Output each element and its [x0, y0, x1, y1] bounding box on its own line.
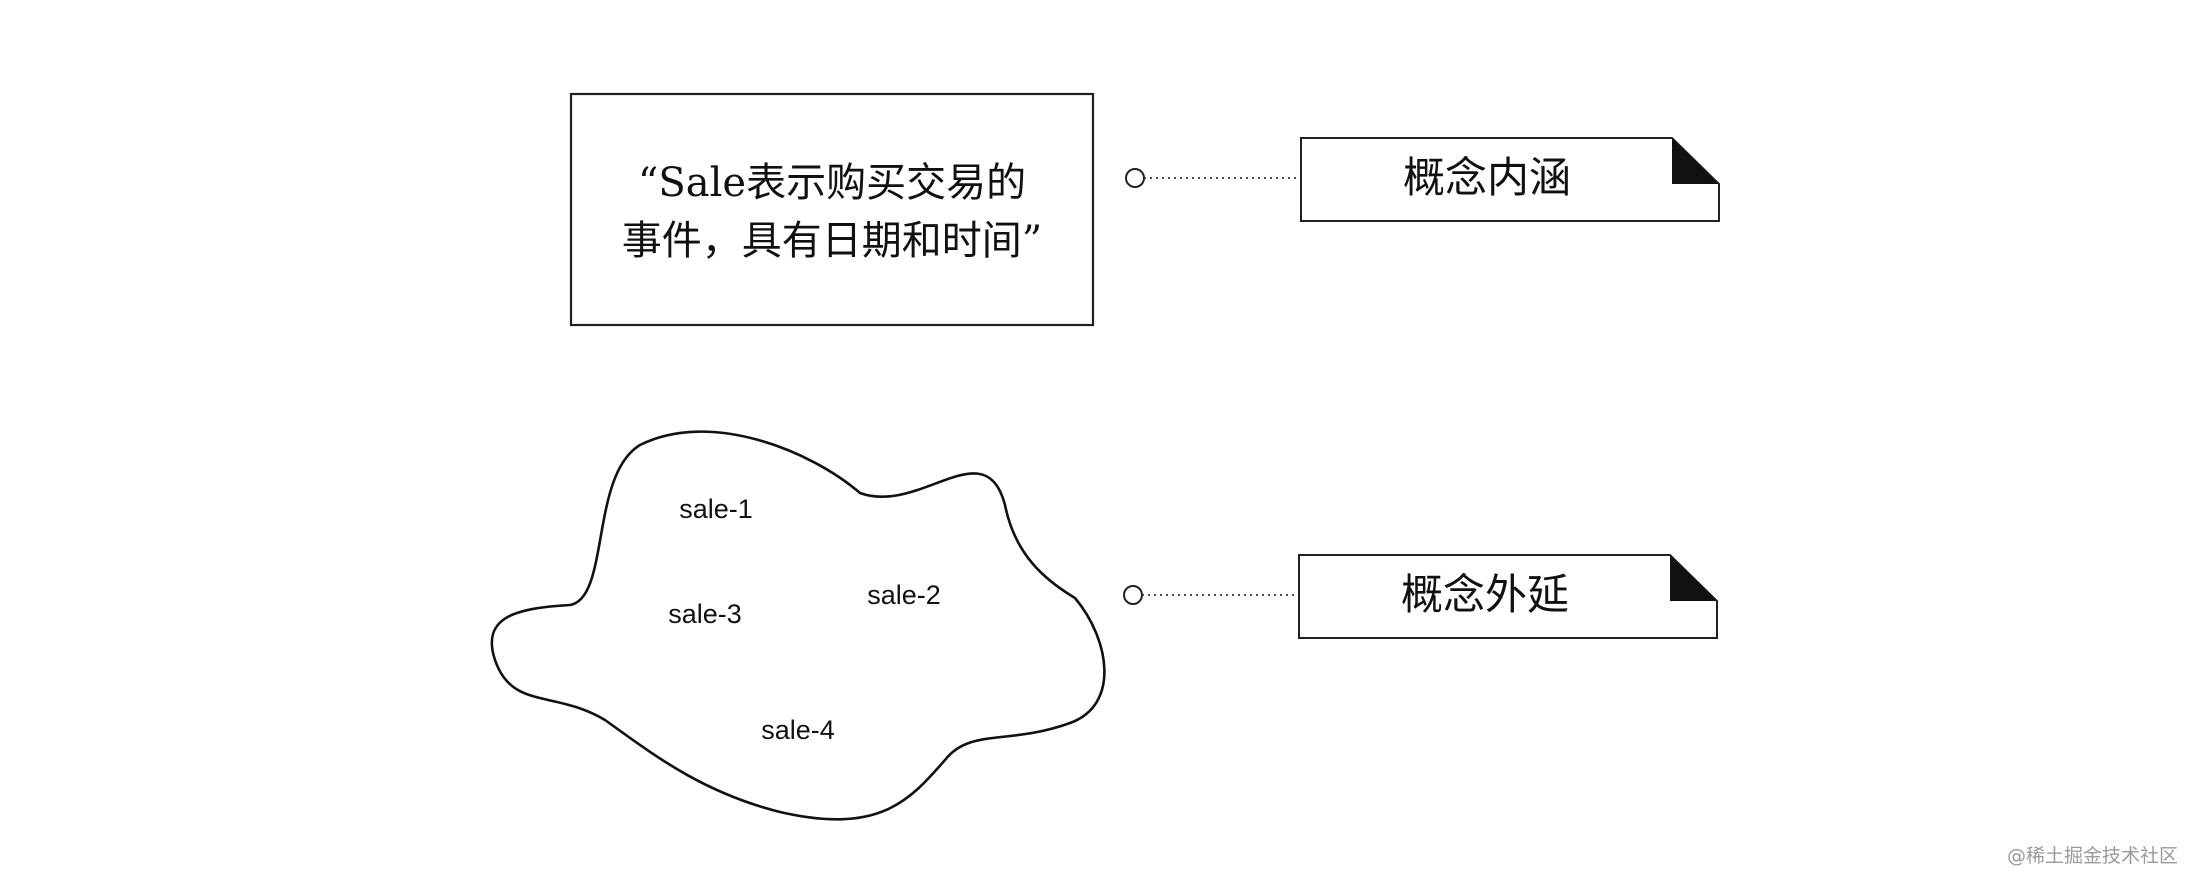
folded-corner-icon [1672, 138, 1719, 184]
extension-cloud: sale-1 sale-2 sale-3 sale-4 [490, 430, 1106, 821]
intension-connector [1125, 168, 1301, 188]
extension-label: 概念外延 [1401, 570, 1569, 619]
instance-sale-1: sale-1 [679, 494, 753, 524]
instance-sale-2: sale-2 [867, 580, 941, 610]
intension-label: 概念内涵 [1403, 153, 1571, 202]
definition-box: “Sale表示购买交易的 事件，具有日期和时间” [569, 92, 1095, 327]
extension-note: 概念外延 [1298, 554, 1718, 639]
definition-line-2: 事件，具有日期和时间” [622, 218, 1042, 264]
extension-connector [1123, 585, 1299, 605]
watermark: @稀土掘金技术社区 [2007, 845, 2178, 867]
folded-corner-icon [1670, 555, 1717, 601]
definition-line-1: “Sale表示购买交易的 [638, 160, 1026, 206]
instance-sale-4: sale-4 [761, 715, 835, 745]
intension-note: 概念内涵 [1300, 137, 1720, 222]
instance-sale-3: sale-3 [668, 599, 742, 629]
